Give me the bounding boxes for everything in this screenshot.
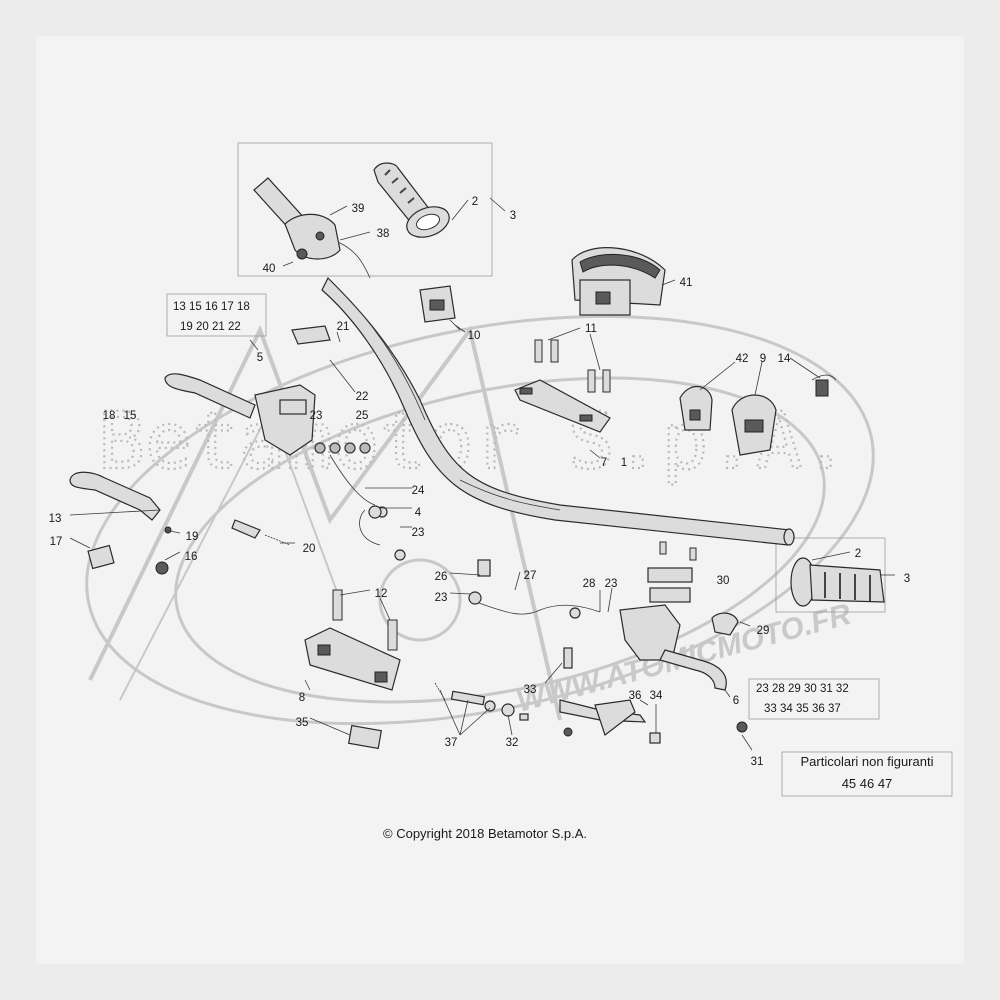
callout-23: 23 [310, 410, 323, 422]
callout-42: 42 [736, 353, 749, 365]
callout-25: 25 [356, 410, 369, 422]
callout-30: 30 [717, 575, 730, 587]
callout-37: 37 [445, 737, 458, 749]
callout-32: 32 [506, 737, 519, 749]
callout-17: 17 [50, 536, 63, 548]
group-right-row2: 33 34 35 36 37 [764, 703, 841, 715]
not-shown-numbers: 45 46 47 [842, 776, 893, 791]
right-rubber-grip [790, 557, 885, 607]
adjuster-spring [231, 519, 291, 546]
watermark-logo [85, 314, 875, 726]
brake-master-cylinder [619, 541, 739, 691]
leader-lines [69, 197, 895, 751]
callout-18: 18 [103, 410, 116, 422]
callout-34: 34 [650, 690, 663, 702]
brake-hose [468, 559, 601, 619]
callout-28: 28 [583, 578, 596, 590]
callout-16: 16 [185, 551, 198, 563]
brake-lever-parts [434, 647, 748, 744]
group-right-box [748, 678, 880, 720]
group-left-row1: 13 15 16 17 18 [173, 301, 250, 313]
callout-29: 29 [757, 625, 770, 637]
lower-clamp [304, 589, 401, 750]
callout-23: 23 [412, 527, 425, 539]
clutch-lever-assembly [164, 325, 406, 561]
copyright-text: © Copyright 2018 Betamotor S.p.A. [383, 826, 587, 841]
callout-6: 6 [733, 695, 739, 707]
clutch-hose [359, 505, 382, 546]
callout-35: 35 [296, 717, 309, 729]
callout-13: 13 [49, 513, 62, 525]
callout-5: 5 [257, 352, 263, 364]
callout-38: 38 [377, 228, 390, 240]
callout-1: 1 [621, 457, 627, 469]
callout-20: 20 [303, 543, 316, 555]
not-shown-parts-box [781, 751, 953, 797]
callout-41: 41 [680, 277, 693, 289]
callout-15: 15 [124, 410, 137, 422]
callout-10: 10 [468, 330, 481, 342]
callout-21: 21 [337, 321, 350, 333]
callout-31: 31 [751, 756, 764, 768]
callout-4: 4 [415, 507, 422, 519]
callout-26: 26 [435, 571, 448, 583]
callout-23: 23 [435, 592, 448, 604]
callout-39: 39 [352, 203, 365, 215]
callout-12: 12 [375, 588, 388, 600]
watermark-company: Betamotor S.p.A. [98, 397, 849, 487]
callout-23: 23 [605, 578, 618, 590]
callout-27: 27 [524, 570, 537, 582]
group-right-row1: 23 28 29 30 31 32 [756, 683, 849, 695]
callout-2: 2 [855, 548, 861, 560]
callout-3: 3 [510, 210, 516, 222]
clutch-lever [69, 471, 172, 575]
group-left-box [166, 293, 267, 337]
handlebar [321, 276, 795, 546]
callout-19: 19 [186, 531, 199, 543]
callout-22: 22 [356, 391, 369, 403]
callout-36: 36 [629, 690, 642, 702]
callout-7: 7 [601, 457, 607, 469]
callout-11: 11 [585, 323, 597, 335]
grip-throttle-box [237, 142, 493, 277]
callout-33: 33 [524, 684, 537, 696]
callout-3: 3 [904, 573, 910, 585]
callout-9: 9 [760, 353, 766, 365]
callout-2: 2 [472, 196, 478, 208]
not-shown-title: Particolari non figuranti [801, 754, 934, 769]
callout-40: 40 [263, 263, 276, 275]
top-clamp [514, 339, 611, 433]
left-switch-cap [419, 285, 461, 331]
callout-14: 14 [778, 353, 791, 365]
group-left-row2: 19 20 21 22 [180, 321, 241, 333]
throttle-grip [253, 177, 371, 279]
rubber-grip-top [373, 162, 450, 238]
right-switch-housing [679, 374, 837, 456]
callout-8: 8 [299, 692, 305, 704]
display-unit [571, 247, 666, 316]
callout-24: 24 [412, 485, 425, 497]
